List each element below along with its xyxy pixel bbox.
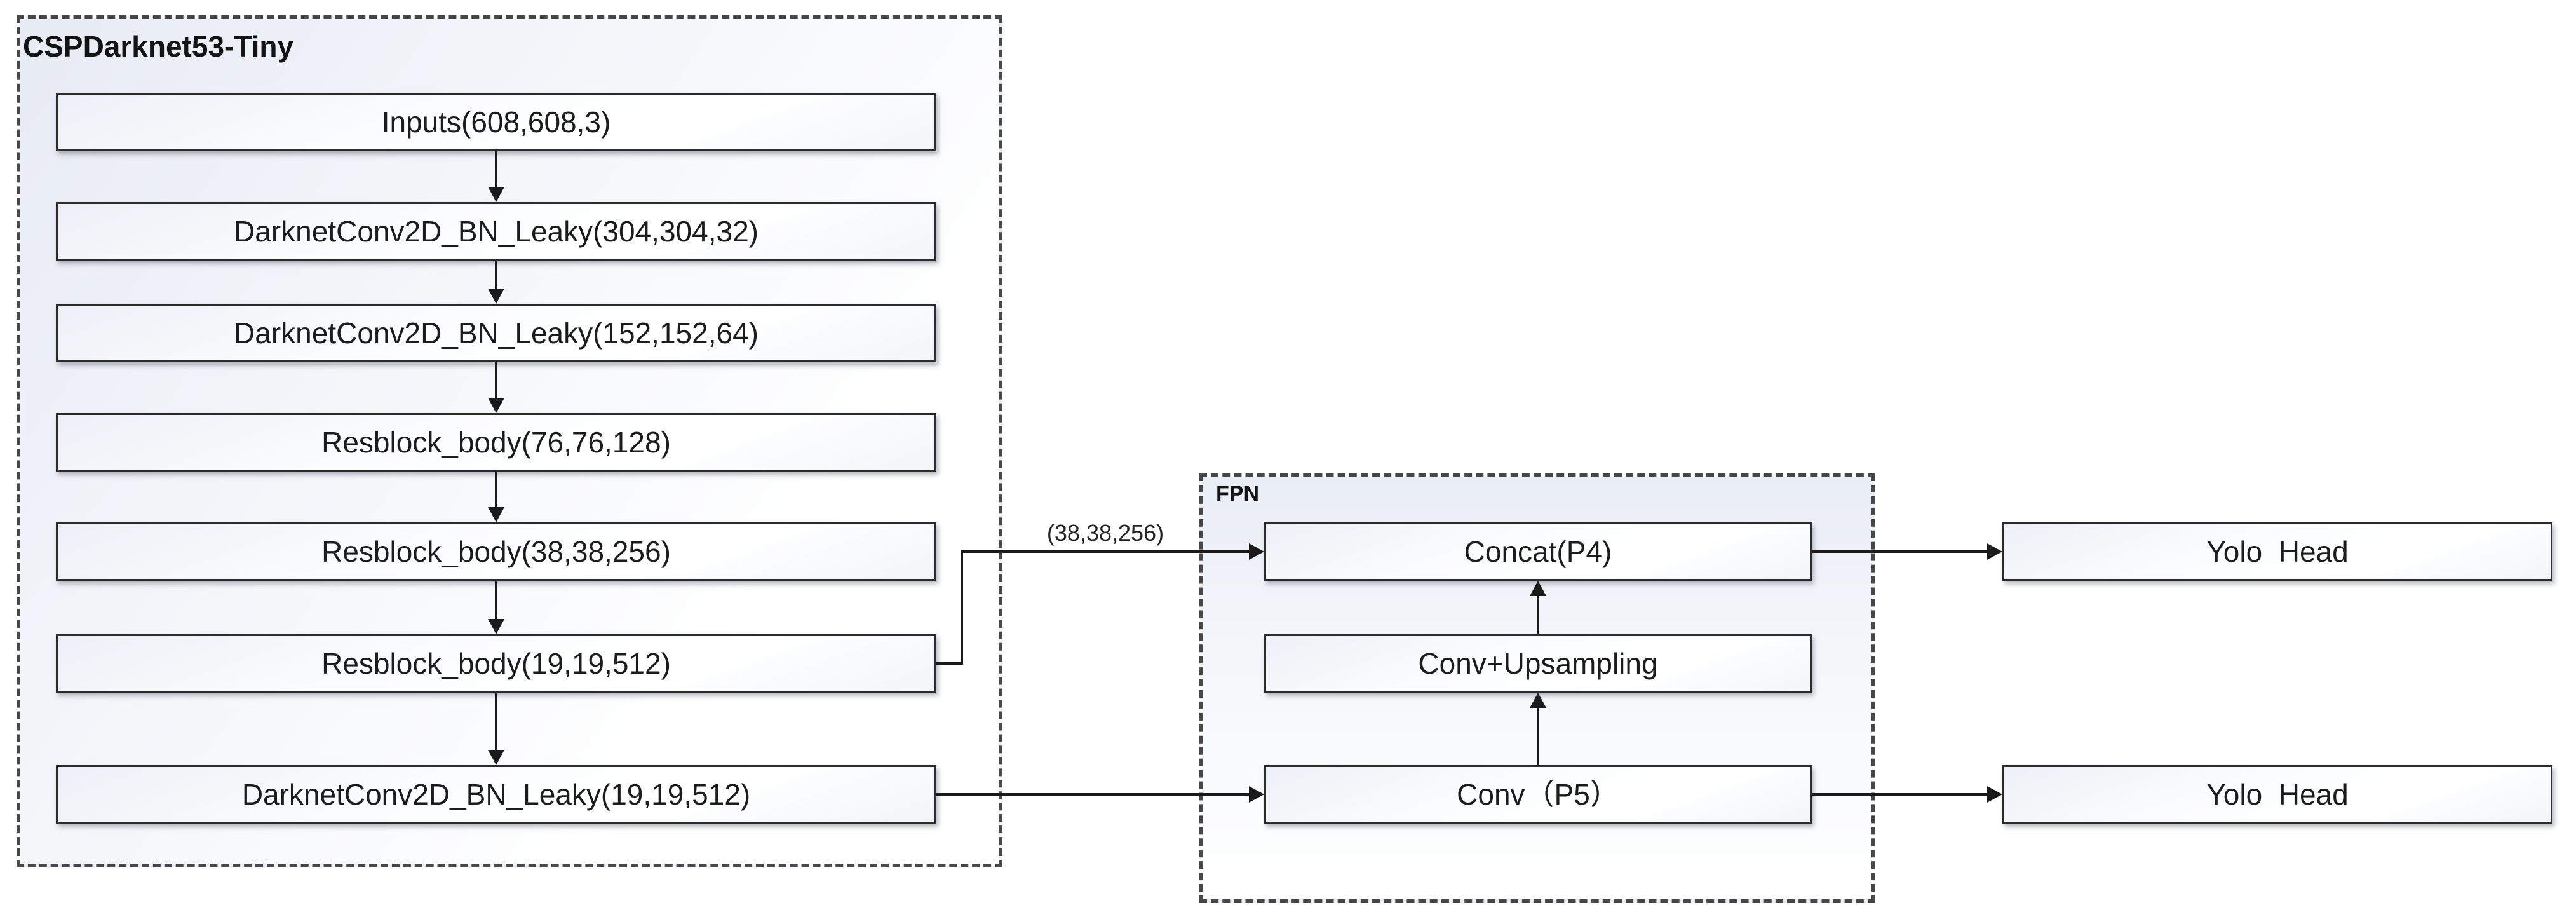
- arrow-convp5-to-yolohead-head: [1987, 786, 2002, 803]
- arrow-conv304-to-conv152-head: [488, 289, 504, 304]
- arrow-inputs-to-conv304-line: [495, 151, 497, 188]
- arrow-resblock38-to-resblock19-line: [495, 581, 497, 620]
- node-conv-upsampling: Conv+Upsampling: [1264, 634, 1812, 693]
- edge-label-38-38-256: (38,38,256): [1046, 520, 1164, 546]
- node-concat-p4: Concat(P4): [1264, 522, 1812, 581]
- backbone-title: CSPDarknet53-Tiny: [23, 30, 294, 63]
- node-conv-p5-label: Conv（P5）: [1457, 778, 1619, 811]
- arrow-convp5-to-upsampling-head: [1530, 693, 1546, 708]
- node-conv-p5: Conv（P5）: [1264, 765, 1812, 824]
- node-yolo-head-top-label: Yolo Head: [2206, 535, 2349, 568]
- node-resblock-19: Resblock_body(19,19,512): [56, 634, 936, 693]
- node-darknetconv-152: DarknetConv2D_BN_Leaky(152,152,64): [56, 304, 936, 362]
- arrow-resblock19-to-conv19-head: [488, 750, 504, 765]
- arrow-conv19-to-convp5-head: [1249, 786, 1264, 803]
- node-resblock-19-label: Resblock_body(19,19,512): [321, 647, 671, 680]
- arrow-inputs-to-conv304-head: [488, 187, 504, 202]
- arrow-resblock38-to-resblock19-head: [488, 619, 504, 634]
- node-yolo-head-top: Yolo Head: [2002, 522, 2552, 581]
- arrow-resblock76-to-resblock38-line: [495, 472, 497, 508]
- arrow-upsampling-to-concat-head: [1530, 581, 1546, 596]
- node-inputs: Inputs(608,608,3): [56, 93, 936, 151]
- node-resblock-76: Resblock_body(76,76,128): [56, 413, 936, 472]
- node-darknetconv-304: DarknetConv2D_BN_Leaky(304,304,32): [56, 202, 936, 261]
- arrow-resblock19-to-concat-head: [1249, 543, 1264, 560]
- arrow-resblock76-to-resblock38-head: [488, 507, 504, 522]
- node-conv-upsampling-label: Conv+Upsampling: [1418, 647, 1658, 680]
- node-darknetconv-152-label: DarknetConv2D_BN_Leaky(152,152,64): [234, 316, 759, 350]
- arrow-resblock19-to-concat-riser: [961, 550, 963, 665]
- node-inputs-label: Inputs(608,608,3): [381, 105, 611, 139]
- node-concat-p4-label: Concat(P4): [1464, 535, 1612, 568]
- arrow-concat-to-yolohead-head: [1987, 543, 2002, 560]
- arrow-conv19-to-convp5-line: [936, 793, 1249, 796]
- arrow-convp5-to-yolohead-line: [1812, 793, 1987, 796]
- node-yolo-head-bottom-label: Yolo Head: [2206, 778, 2349, 811]
- node-resblock-76-label: Resblock_body(76,76,128): [321, 426, 671, 459]
- arrow-conv152-to-resblock76-head: [488, 398, 504, 413]
- node-darknetconv-19: DarknetConv2D_BN_Leaky(19,19,512): [56, 765, 936, 824]
- node-darknetconv-19-label: DarknetConv2D_BN_Leaky(19,19,512): [241, 778, 751, 811]
- node-yolo-head-bottom: Yolo Head: [2002, 765, 2552, 824]
- arrow-resblock19-to-concat-line: [961, 550, 1249, 553]
- node-resblock-38-label: Resblock_body(38,38,256): [321, 535, 671, 568]
- node-resblock-38: Resblock_body(38,38,256): [56, 522, 936, 581]
- arrow-upsampling-to-concat-line: [1537, 595, 1539, 634]
- arrow-convp5-to-upsampling-line: [1537, 707, 1539, 765]
- arrow-resblock19-to-conv19-line: [495, 693, 497, 751]
- arrow-conv152-to-resblock76-line: [495, 362, 497, 399]
- arrow-resblock19-to-concat-stub: [936, 662, 963, 665]
- arrow-conv304-to-conv152-line: [495, 261, 497, 290]
- fpn-title: FPN: [1216, 482, 1259, 506]
- arrow-concat-to-yolohead-line: [1812, 550, 1987, 553]
- node-darknetconv-304-label: DarknetConv2D_BN_Leaky(304,304,32): [234, 215, 759, 248]
